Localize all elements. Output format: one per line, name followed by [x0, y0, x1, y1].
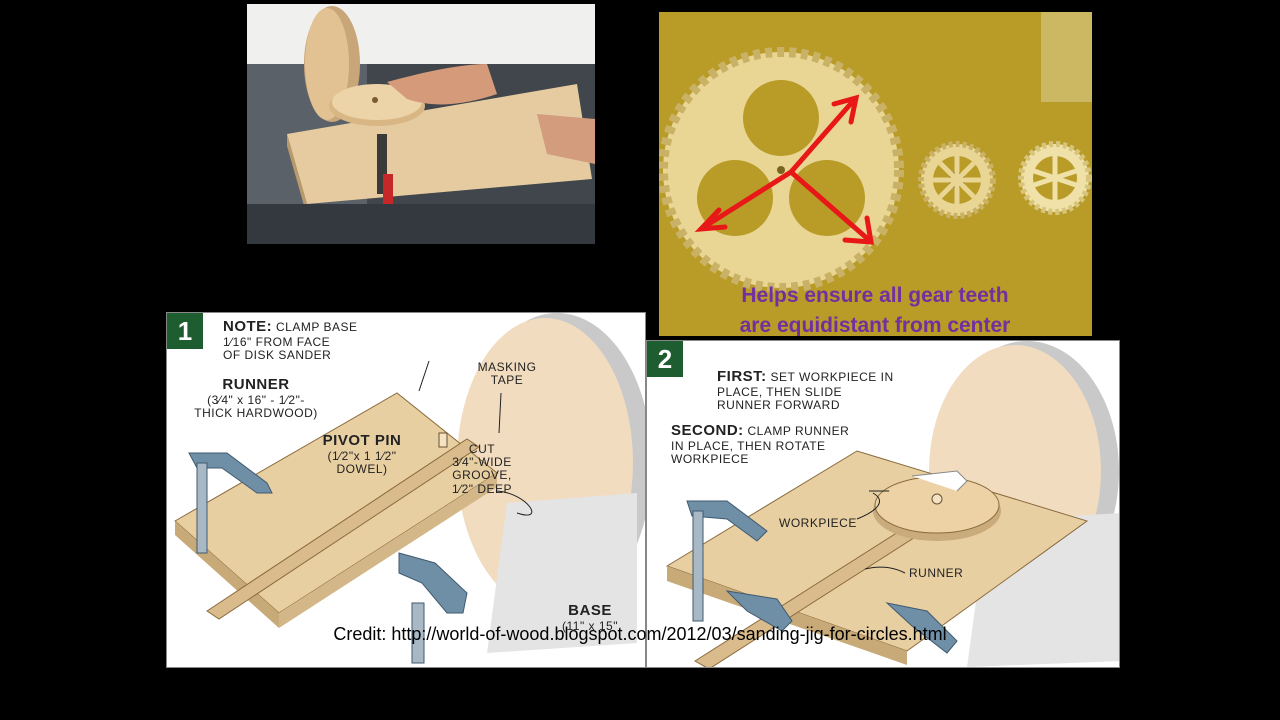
base-label: BASE (11" x 15" — [557, 602, 623, 633]
second-text: CLAMP RUNNER — [747, 424, 850, 438]
note-label: NOTE: CLAMP BASE 1⁄16" FROM FACE OF DISK… — [223, 318, 358, 362]
illustration-step-1: 1 NOTE: CLAMP BASE 1⁄16" FROM FACE OF DI… — [166, 312, 646, 668]
sander-photo-drawing — [247, 4, 595, 244]
first-bold: FIRST: — [717, 368, 767, 385]
illustration-step-2: 2 FIRST: SET WORKPIECE IN PLACE, THEN SL… — [646, 340, 1120, 668]
small-gear-2 — [1018, 141, 1092, 215]
base-title: BASE — [568, 602, 612, 619]
masking-tape-label: MASKING TAPE — [467, 360, 547, 388]
cut-line2: 3⁄4"-WIDE — [452, 455, 512, 470]
masking-line2: TAPE — [490, 373, 524, 388]
large-gear — [659, 47, 904, 293]
gears-photo: Helps ensure all gear teeth are equidist… — [659, 12, 1092, 336]
runner-label: RUNNER — [909, 566, 964, 580]
illustration-1-drawing — [174, 313, 645, 664]
pivot-pin-label: PIVOT PIN (1⁄2"x 1 1⁄2" DOWEL) — [307, 432, 417, 476]
note-bold: NOTE: — [223, 318, 273, 335]
second-line3: WORKPIECE — [671, 451, 749, 466]
cut-line3: GROOVE, — [452, 468, 512, 483]
first-instruction: FIRST: SET WORKPIECE IN PLACE, THEN SLID… — [717, 368, 894, 412]
clamp-bottom — [725, 590, 958, 654]
runner-label: RUNNER (3⁄4" x 16" - 1⁄2"- THICK HARDWOO… — [181, 376, 331, 420]
small-gear-1 — [918, 141, 996, 219]
masking-line1: MASKING — [477, 360, 537, 374]
runner-title: RUNNER — [222, 376, 290, 393]
first-line3: RUNNER FORWARD — [717, 397, 840, 412]
second-bold: SECOND: — [671, 422, 744, 439]
sander-photo — [247, 4, 595, 244]
gears-photo-drawing: Helps ensure all gear teeth are equidist… — [659, 12, 1092, 336]
note-line2: 1⁄16" FROM FACE — [223, 334, 331, 349]
illustration-2-drawing — [665, 341, 1119, 667]
cut-groove-label: CUT 3⁄4"-WIDE GROOVE, 1⁄2" DEEP — [437, 442, 527, 496]
runner-dims1: (3⁄4" x 16" - 1⁄2"- — [207, 392, 305, 407]
base-dims: (11" x 15" — [562, 618, 618, 633]
step-number-badge: 2 — [647, 341, 683, 377]
red-double-arrows — [694, 94, 874, 245]
second-instruction: SECOND: CLAMP RUNNER IN PLACE, THEN ROTA… — [671, 422, 850, 466]
clamp-left — [188, 452, 273, 554]
clamp-left — [686, 500, 768, 622]
runner-dims2: THICK HARDWOOD) — [194, 405, 318, 420]
note-line3: OF DISK SANDER — [223, 347, 332, 362]
cut-line1: CUT — [468, 442, 496, 456]
first-text: SET WORKPIECE IN — [770, 370, 894, 384]
workpiece-label: WORKPIECE — [779, 516, 857, 530]
note-text: CLAMP BASE — [276, 320, 358, 334]
gear-caption-line2: are equidistant from center — [740, 314, 1011, 336]
pivot-dims2: DOWEL) — [336, 461, 388, 476]
cut-line4: 1⁄2" DEEP — [451, 481, 513, 496]
second-line2: IN PLACE, THEN ROTATE — [671, 438, 826, 453]
clamp-bottom — [398, 552, 468, 664]
pivot-dims1: (1⁄2"x 1 1⁄2" — [327, 448, 397, 463]
step-number-badge: 1 — [167, 313, 203, 349]
gear-caption-line1: Helps ensure all gear teeth — [741, 284, 1008, 307]
pivot-title: PIVOT PIN — [322, 432, 402, 449]
first-line2: PLACE, THEN SLIDE — [717, 384, 842, 399]
credit-line: Credit: http://world-of-wood.blogspot.co… — [333, 624, 947, 644]
